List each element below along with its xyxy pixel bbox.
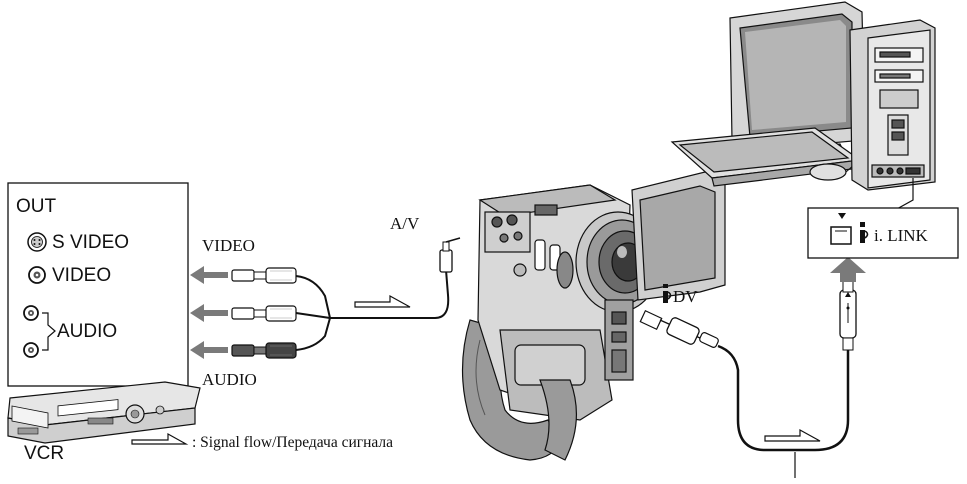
signal-arrows-into-vcr <box>190 266 228 359</box>
signal-flow-arrow-av <box>354 294 411 308</box>
rca-plug-audio-white <box>231 305 297 322</box>
ilink-label: i. LINK <box>874 226 928 245</box>
s-video-label: S VIDEO <box>52 232 130 253</box>
dv-cable <box>639 257 866 478</box>
av-label: A/V <box>390 214 420 233</box>
out-label: OUT <box>16 196 57 217</box>
av-plug-icon <box>439 237 461 273</box>
vcr-out-panel <box>7 182 189 387</box>
dv-label: DV <box>673 287 698 306</box>
vcr-device-icon <box>7 381 201 444</box>
audio-jack-icon-top <box>23 305 39 321</box>
legend-signal-arrow-icon <box>131 432 189 445</box>
audio-cable-label: AUDIO <box>202 370 257 389</box>
computer-icon <box>670 1 936 211</box>
audio-bracket <box>42 312 56 351</box>
video-jack-icon <box>28 266 46 284</box>
ilink-symbol-icon-dv <box>663 284 672 303</box>
video-cable-label: VIDEO <box>202 236 255 255</box>
audio-jack-icon-bottom <box>23 342 39 358</box>
signal-flow-legend: : Signal flow/Передача сигнала <box>192 434 394 451</box>
rca-plug-video <box>231 267 297 284</box>
vcr-label: VCR <box>24 443 65 464</box>
video-port-label: VIDEO <box>52 265 112 286</box>
camcorder-icon <box>461 171 726 461</box>
audio-port-label: AUDIO <box>57 321 118 342</box>
ilink-symbol-icon-port <box>860 222 869 243</box>
av-cable <box>295 269 450 351</box>
rca-plug-audio-red <box>231 342 297 359</box>
s-video-jack-icon <box>27 232 47 252</box>
ilink-port-box <box>807 207 959 259</box>
